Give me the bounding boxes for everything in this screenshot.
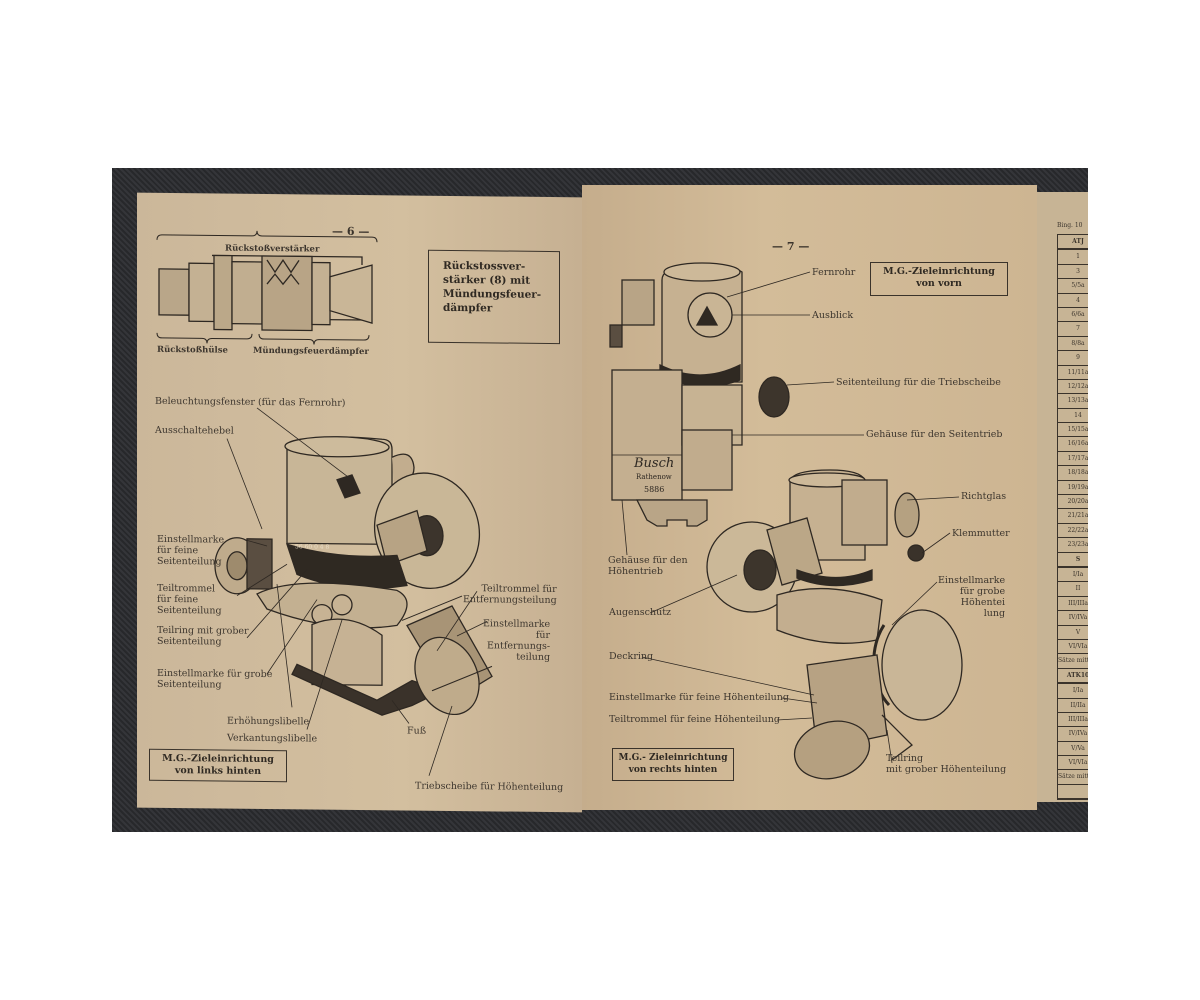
table-row: II [1058,582,1088,597]
right-leader-lines [621,271,960,764]
table-row: 8/8a [1058,337,1088,352]
label-teilring-grobe-seitenteilung: Teilring mit grober Seitenteilung [157,624,249,648]
maker-signature: Busch [633,456,674,471]
sight-right-rear-drawing [706,469,963,780]
label-teiltrommel-feine-hoehenteilung: Teiltrommel für feine Höhenteilung [609,714,780,725]
table-row: Sätze mittel Oberst [1058,770,1088,785]
label-richtglas: Richtglas [961,491,1007,502]
table-row: I/Ia [1058,568,1088,583]
label-einstellmarke-grobe-seitenteilung: Einstellmarke für grobe Seitenteilung [157,667,273,691]
maker-city: Rathenow [636,473,672,481]
figure-title-right-rear: M.G.- Zieleinrichtung von rechts hinten [612,748,734,781]
scale-marks: 56 60 0 4 8 [295,543,330,551]
left-page-illustrations [156,230,493,776]
label-seitenteilung-triebscheibe: Seitenteilung für die Triebscheibe [836,377,1001,388]
table-row: VI/VIa [1058,640,1088,655]
table-row: 23/23a [1058,538,1088,553]
label-verkantungslibelle: Verkantungslibelle [227,732,318,745]
table-row: III/IIIa [1058,597,1088,612]
table-row: 9 [1058,351,1088,366]
left-leader-lines [226,407,488,776]
page-7: Busch — 7 — M.G.-Zieleinrichtung von vor… [582,185,1037,810]
label-triebscheibe-hoehenteilung: Triebscheibe für Höhenteilung [415,780,564,794]
caption-box-rueckstossverstaerker: Rückstossver-stärker (8) mit Mündungsfeu… [428,249,560,345]
label-teiltrommel-feine-seitenteilung: Teiltrommel für feine Seitenteilung [157,582,222,617]
table-row: III/IIIa [1058,713,1088,728]
table-row: 15/15a [1058,423,1088,438]
label-erhoehungslibelle: Erhöhungslibelle [227,715,310,728]
label-beleuchtungsfenster: Beleuchtungsfenster (für das Fernrohr) [155,395,346,409]
table-row [1058,785,1088,800]
table-row: 12/12a [1058,380,1088,395]
figure-title-left: M.G.-Zieleinrichtung von links hinten [149,748,287,783]
label-fuss: Fuß [407,725,427,737]
label-rueckstosshuelse: Rückstoßhülse [157,344,228,356]
table-row: 16/16a [1058,437,1088,452]
table-row: V/Va [1058,742,1088,757]
table-row: 5/5a [1058,279,1088,294]
label-muendungsfeuerdaempfer: Mündungsfeuerdämpfer [253,345,369,358]
table-row: 1 [1058,250,1088,265]
table-row: 11/11a [1058,366,1088,380]
label-gehaeuse-hoehentrieb: Gehäuse für den Höhentrieb [608,555,688,577]
table-row: 18/18a [1058,466,1088,481]
label-ausblick: Ausblick [812,310,854,321]
table-row: 7 [1058,322,1088,337]
label-augenschutz: Augenschutz [609,607,672,618]
label-rueckstossverstaerker: Rückstoßverstärker [225,243,320,255]
table-row: ATJ [1058,235,1088,251]
table-row: V [1058,626,1088,640]
table-header-note: Bing. 10 [1057,222,1083,229]
table-row: 22/22a [1058,524,1088,539]
label-teilring-grobe-hoehenteilung: Teilring mit grober Höhenteilung [886,753,1007,775]
table-row: VI/VIa [1058,756,1088,771]
sight-left-rear-drawing [214,436,493,716]
table-row: IV/IVa [1058,611,1088,626]
label-gehaeuse-seitentrieb: Gehäuse für den Seitentrieb [866,429,1003,440]
table-row: 4 [1058,294,1088,308]
label-einstellmarke-feine-seitenteilung: Einstellmarke für feine Seitenteilung [157,533,225,568]
table-row: II/IIa [1058,699,1088,713]
page-number: — 6 — [332,224,370,239]
table-row: 13/13a [1058,394,1088,409]
table-row: S [1058,553,1088,568]
recoil-booster-drawing [156,230,378,345]
label-einstellmarke-feine-hoehenteilung: Einstellmarke für feine Höhenteilung [609,692,789,703]
table-row: ATK10 [1058,669,1088,685]
label-teiltrommel-entfernungsteilung: Teiltrommel für Entfernungsteilung [463,583,557,607]
label-deckring: Deckring [609,651,654,662]
label-ausschaltehebel: Ausschaltehebel [155,424,234,437]
table-row: 21/21a [1058,509,1088,524]
label-fernrohr: Fernrohr [812,267,856,278]
figure-title-front: M.G.-Zieleinrichtung von vorn [870,262,1008,296]
label-einstellmarke-entfernungsteilung: Einstellmarke für Entfernungs- teilung [483,618,551,663]
page-6: — 6 — Rückstoßverstärker Rückstoßhülse M… [137,192,582,813]
table-row: Sätze mittel Oberst [1058,654,1088,669]
table-row: 14 [1058,409,1088,424]
maker-serial: 5886 [644,485,665,494]
right-page-illustrations: Busch [609,262,963,780]
sight-front-drawing [609,262,790,527]
page-number: — 7 — [772,240,810,253]
table-row: IV/IVa [1058,727,1088,742]
label-einstellmarke-grobe-hoehenteilung: Einstellmarke für grobe Höhentei lung [938,575,1006,619]
table-row: 19/19a [1058,481,1088,496]
table-row: 6/6a [1058,308,1088,323]
table-row: 3 [1058,265,1088,280]
table-row: 17/17a [1058,452,1088,467]
label-klemmutter: Klemmutter [952,528,1010,539]
table-row: I/Ia [1058,684,1088,699]
table-row: 20/20a [1058,495,1088,510]
